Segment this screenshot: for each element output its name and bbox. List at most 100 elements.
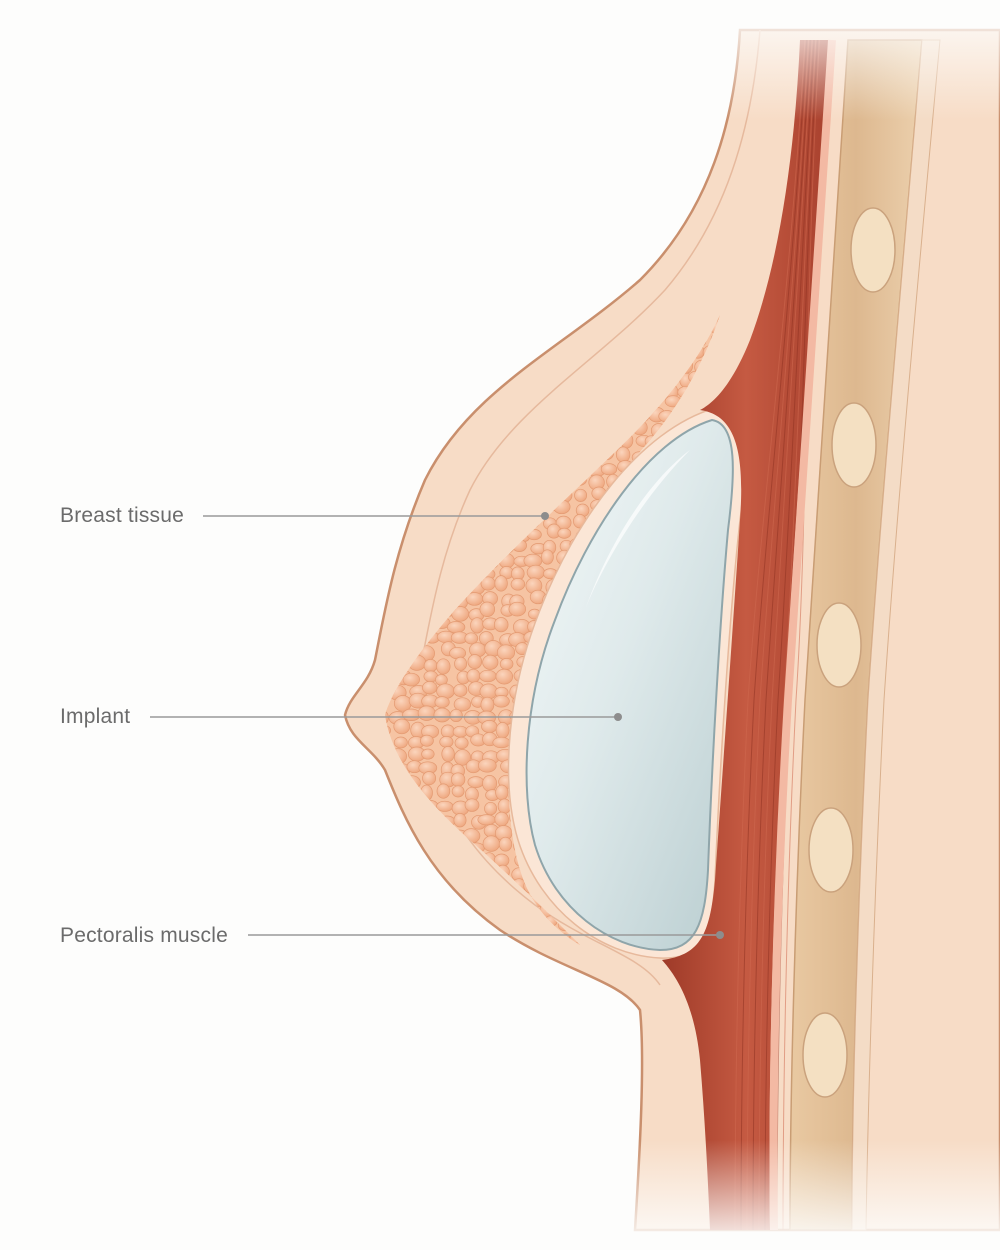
fat-lobule: [387, 315, 405, 319]
fat-lobule: [402, 708, 421, 721]
fat-lobule: [396, 375, 411, 387]
fat-lobule: [441, 746, 455, 762]
fat-lobule: [464, 632, 479, 645]
fat-lobule: [434, 422, 450, 434]
fat-lobule: [466, 668, 481, 683]
fat-lobule: [420, 734, 434, 747]
fat-lobule: [435, 321, 452, 335]
fat-lobule: [439, 736, 454, 748]
fat-lobule: [362, 905, 378, 916]
fat-lobule: [385, 852, 394, 865]
fat-lobule: [385, 425, 394, 437]
fat-lobule: [420, 319, 435, 335]
fat-lobule: [409, 315, 424, 324]
fat-lobule: [411, 361, 426, 374]
fat-lobule: [468, 940, 487, 945]
muscle-fiber: [752, 39, 811, 1231]
fat-lobule: [423, 410, 442, 427]
fat-lobule: [436, 355, 452, 372]
fat-lobule: [385, 901, 392, 916]
fat-lobule: [453, 697, 472, 712]
fat-lobule: [390, 461, 407, 477]
fat-lobule: [405, 460, 419, 474]
fat-lobule: [406, 382, 425, 396]
leader-dot-implant: [614, 713, 622, 721]
fat-lobule: [378, 292, 390, 307]
fat-lobule: [426, 397, 440, 412]
fat-lobule: [367, 406, 379, 422]
fat-lobule: [433, 412, 451, 425]
fat-lobule: [526, 564, 545, 580]
fat-lobule: [364, 436, 380, 446]
ribs: [802, 207, 896, 1098]
fat-lobule: [418, 346, 436, 358]
fat-lobule: [508, 601, 527, 617]
fat-lobule: [494, 940, 508, 945]
fat-lobule: [499, 658, 514, 670]
rib: [850, 207, 896, 293]
fat-lobule: [417, 705, 436, 721]
fat-lobule: [391, 837, 406, 854]
fat-lobule: [494, 811, 509, 827]
fat-lobule: [419, 946, 433, 958]
fat-lobule: [469, 915, 483, 928]
fat-lobule: [452, 941, 472, 945]
fat-lobule: [497, 798, 512, 814]
fat-lobule: [455, 344, 469, 358]
label-pectoralis-muscle: Pectoralis muscle: [60, 924, 228, 947]
fat-lobule: [402, 903, 421, 916]
fat-lobule: [388, 942, 405, 945]
fat-lobule: [421, 901, 439, 918]
fat-lobule: [446, 621, 466, 634]
fat-lobule: [359, 383, 375, 397]
fat-lobule: [468, 344, 481, 361]
fat-lobule: [450, 772, 466, 787]
fat-lobule: [493, 617, 509, 633]
fat-lobule: [525, 332, 544, 348]
fat-lobule: [385, 355, 394, 369]
fat-lobule: [360, 565, 378, 578]
fat-lobule: [385, 485, 395, 502]
fat-lobule: [403, 876, 421, 890]
fat-lobule: [385, 843, 390, 855]
fat-lobule: [471, 320, 485, 333]
fat-lobule: [394, 292, 408, 307]
fat-lobule: [449, 646, 467, 660]
fat-lobule: [385, 386, 396, 399]
fat-lobule: [467, 382, 483, 399]
fat-lobule: [480, 358, 497, 374]
fat-lobule: [368, 451, 380, 466]
fat-lobule: [361, 345, 378, 357]
fat-lobule: [424, 383, 439, 399]
fat-lobule: [358, 798, 374, 813]
fat-lobule: [555, 315, 569, 321]
fat-lobule: [449, 410, 466, 425]
fat-lobule: [385, 826, 392, 838]
fat-lobule: [470, 368, 484, 384]
fat-lobule: [493, 695, 510, 708]
fat-lobule: [495, 722, 510, 739]
muscle-fiber: [764, 39, 815, 1231]
fat-lobule: [388, 411, 407, 427]
fat-lobule: [437, 343, 451, 358]
fat-lobule: [450, 928, 465, 944]
fat-lobule: [456, 355, 471, 369]
fat-lobule: [394, 907, 410, 921]
fat-lobule: [385, 500, 391, 518]
fat-lobule: [467, 654, 483, 670]
fat-lobule: [418, 370, 436, 383]
fat-lobule: [466, 295, 482, 307]
fat-lobule: [385, 925, 398, 943]
fat-lobule: [451, 785, 465, 798]
fat-lobule: [389, 345, 405, 359]
rib: [808, 807, 854, 893]
fat-lobule: [498, 836, 513, 852]
fat-lobule: [404, 422, 418, 436]
fat-lobule: [571, 315, 584, 319]
fat-lobule: [359, 619, 376, 632]
fat-lobule: [409, 399, 423, 414]
fat-lobule: [365, 333, 378, 344]
fat-lobule: [405, 413, 423, 426]
fat-lobule: [484, 801, 498, 816]
